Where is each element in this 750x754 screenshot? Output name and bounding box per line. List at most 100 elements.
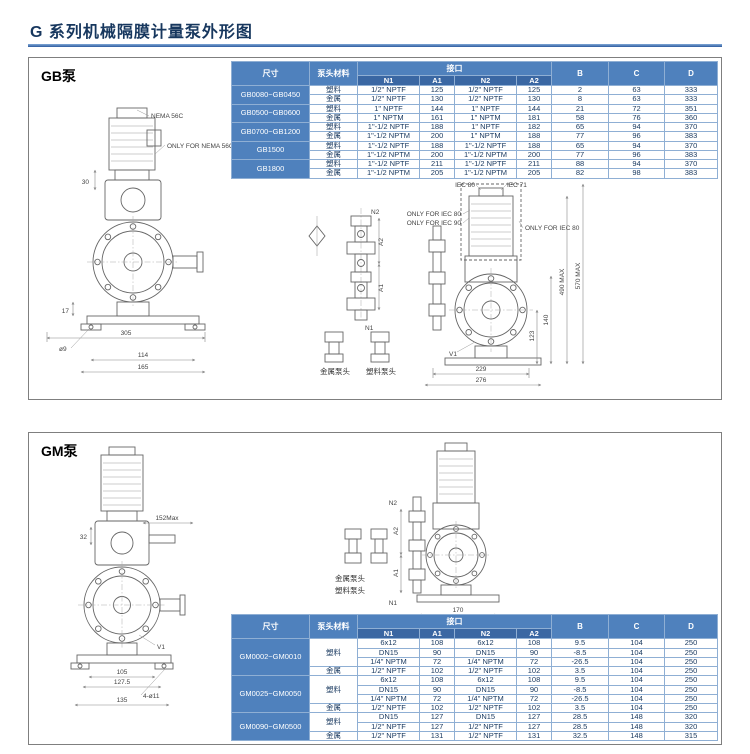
value-cell: 131 xyxy=(516,730,552,742)
col-b: B xyxy=(551,614,609,640)
value-cell: 320 xyxy=(664,712,718,723)
bolt-circles xyxy=(94,223,172,301)
value-cell: 130 xyxy=(516,94,552,105)
dim-30: 30 xyxy=(82,179,90,186)
dim-105: 105 xyxy=(117,669,128,676)
value-cell: 333 xyxy=(664,94,718,105)
gm-drawing: 152Max 32 V1 105 127.5 4-ø11 135 金属泵头 塑料… xyxy=(70,442,500,707)
bolt-circles xyxy=(427,526,485,584)
value-cell: 1/2" NPTF xyxy=(357,721,420,732)
value-cell: 144 xyxy=(516,103,552,114)
value-cell: 1/2" NPTF xyxy=(357,94,420,105)
only-iec90-callout: ONLY FOR IEC 90 xyxy=(407,220,462,227)
value-cell: 127 xyxy=(516,721,552,732)
dim-123: 123 xyxy=(529,330,536,341)
metal-head-label: 金属泵头 xyxy=(335,573,365,583)
iec71-label: IEC 71 xyxy=(507,182,527,189)
value-cell: DN15 xyxy=(454,684,517,695)
col-n1: N1 xyxy=(357,75,420,86)
value-cell: 130 xyxy=(419,94,455,105)
holes-label: 4-ø11 xyxy=(143,693,160,700)
value-cell: -8.5 xyxy=(551,684,609,695)
n2-label: N2 xyxy=(371,209,380,216)
gb-drawing: NEMA 56C ONLY FOR NEMA 56C 30 17 305 ø9 … xyxy=(46,107,585,387)
value-cell: 1"-1/2 NPTM xyxy=(357,168,420,179)
value-cell: 188 xyxy=(516,140,552,151)
value-cell: 1" NPTF xyxy=(357,103,420,114)
dim-17: 17 xyxy=(62,308,70,315)
value-cell: 8 xyxy=(551,94,609,105)
col-size: 尺寸 xyxy=(231,614,310,640)
only-nema-label: ONLY FOR NEMA 56C xyxy=(167,143,234,150)
model-range-cell: GM0002~GM0010 xyxy=(231,638,310,677)
value-cell: 28.5 xyxy=(551,712,609,723)
col-c: C xyxy=(608,61,665,86)
value-cell: 1"-1/2 NPTF xyxy=(454,140,517,151)
material-cell: 金属 xyxy=(309,94,358,105)
gb-valve-section: N2 A2 A1 N1 金属泵头 塑料泵头 xyxy=(308,208,396,376)
material-cell: 塑料 xyxy=(309,638,358,667)
col-n1: N1 xyxy=(357,628,420,640)
material-cell: 塑料 xyxy=(309,140,358,151)
model-range-cell: GM0090~GM0500 xyxy=(231,712,310,741)
iec80-label: IEC 80 xyxy=(455,182,475,189)
value-cell: DN15 xyxy=(357,712,420,723)
only-iec80-callout-right: ONLY FOR IEC 80 xyxy=(525,225,580,232)
value-cell: DN15 xyxy=(454,712,517,723)
gb-panel: GB泵 xyxy=(28,57,722,400)
n2-label: N2 xyxy=(389,500,398,507)
col-a2: A2 xyxy=(516,628,552,640)
value-cell: 6x12 xyxy=(454,675,517,686)
value-cell: 72 xyxy=(608,103,665,114)
dim-170: 170 xyxy=(453,607,464,614)
material-cell: 金属 xyxy=(309,131,358,142)
value-cell: 96 xyxy=(608,131,665,142)
value-cell: 1/2" NPTF xyxy=(357,730,420,742)
header-row: 尺寸 泵头材料 接口 B C D xyxy=(231,614,718,640)
value-cell: 205 xyxy=(419,168,455,179)
value-cell: 108 xyxy=(516,675,552,686)
value-cell: 1/2" NPTF xyxy=(454,94,517,105)
metal-head-label: 金属泵头 xyxy=(320,366,350,376)
value-cell: 1" NPTF xyxy=(454,103,517,114)
col-size: 尺寸 xyxy=(231,61,310,86)
gb-panel-label: GB泵 xyxy=(41,68,76,84)
value-cell: 250 xyxy=(664,638,718,649)
gm-valve-sections: 金属泵头 塑料泵头 xyxy=(335,528,388,595)
title-rule xyxy=(28,44,722,47)
value-cell: 90 xyxy=(419,647,455,658)
dim-165: 165 xyxy=(138,364,149,371)
value-cell: 1/2" NPTF xyxy=(454,730,517,742)
value-cell: 94 xyxy=(608,140,665,151)
n1-label: N1 xyxy=(389,600,398,607)
plastic-head-label: 塑料泵头 xyxy=(366,366,396,376)
value-cell: 77 xyxy=(551,131,609,142)
v1-label: V1 xyxy=(449,351,457,358)
model-range-cell: GM0025~GM0050 xyxy=(231,675,310,714)
gm-side-view: 152Max 32 V1 105 127.5 4-ø11 135 xyxy=(70,446,194,707)
value-cell: 108 xyxy=(516,638,552,649)
material-cell: 金属 xyxy=(309,702,358,714)
value-cell: 98 xyxy=(608,168,665,179)
dim-276: 276 xyxy=(476,377,487,384)
model-range-cell: GB0500~GB0600 xyxy=(231,103,310,123)
gb-side-view: IEC 80 IEC 71 ONLY FOR IEC 80 ONLY FOR I… xyxy=(407,182,585,387)
value-cell: 148 xyxy=(608,721,665,732)
material-cell: 塑料 xyxy=(309,712,358,732)
value-cell: 144 xyxy=(419,103,455,114)
material-cell: 塑料 xyxy=(309,103,358,114)
v1-label: V1 xyxy=(157,644,165,651)
dim-490max: 490 MAX xyxy=(559,268,566,295)
page-title: G 系列机械隔膜计量泵外形图 xyxy=(30,24,253,41)
bolt-circles xyxy=(456,275,526,345)
col-d: D xyxy=(664,614,718,640)
